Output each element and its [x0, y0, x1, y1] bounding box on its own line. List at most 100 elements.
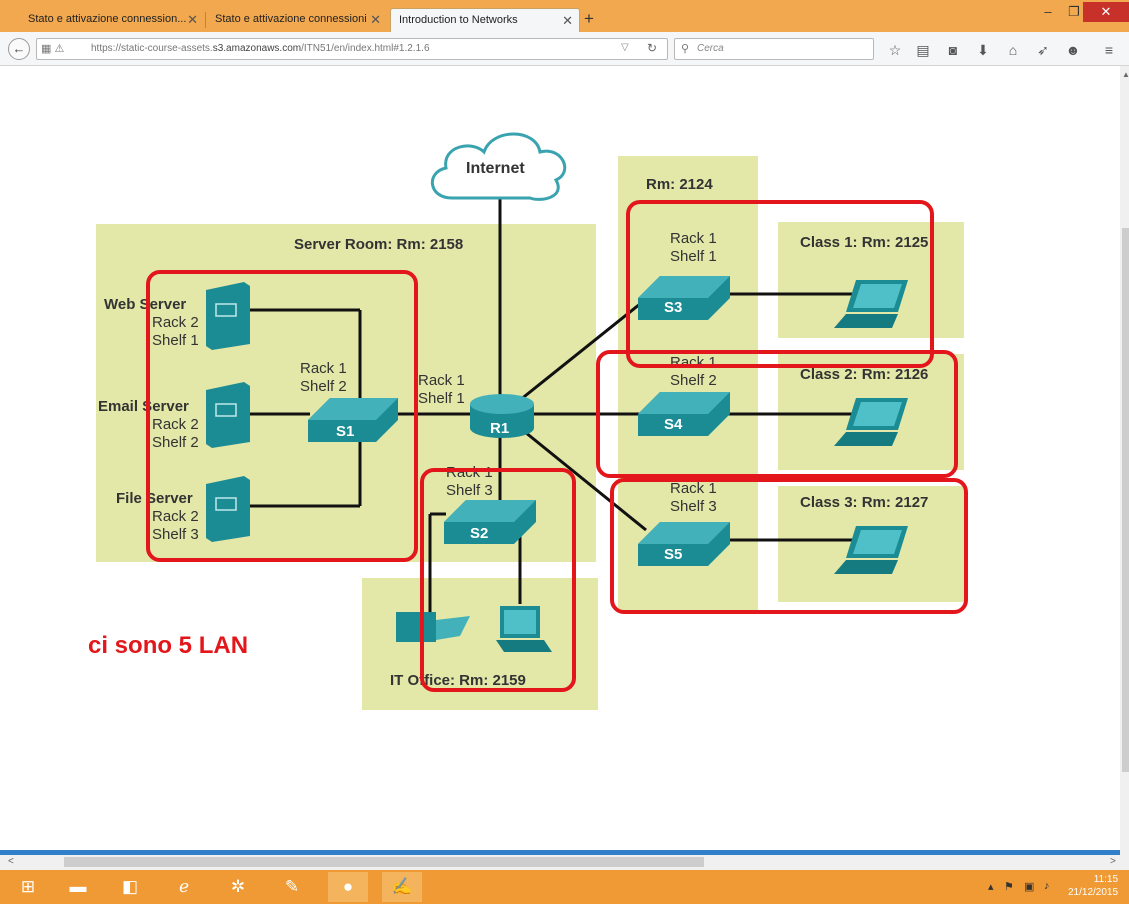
s1-label: S1 [336, 423, 355, 440]
router-r1-icon [470, 394, 534, 438]
identity-icon[interactable]: ▦ ⚠ [41, 43, 65, 55]
back-arrow-icon[interactable]: ← [8, 38, 30, 60]
progress-bar [0, 850, 1120, 855]
s4-label: S4 [664, 416, 683, 433]
link-r1-s3 [519, 302, 641, 402]
restore-icon[interactable]: ❐ [1068, 4, 1080, 19]
email-server-rack: Rack 2 [152, 416, 199, 433]
internet-explorer-icon[interactable]: ℯ [178, 877, 190, 896]
store-icon[interactable]: ◧ [121, 877, 139, 896]
desktop-pc-icon [496, 606, 552, 652]
s5-label: S5 [664, 546, 683, 563]
navigation-bar: ← ▦ ⚠ https://static-course-assets.s3.am… [0, 32, 1129, 66]
new-tab-icon[interactable]: + [584, 9, 594, 28]
web-server-rack: Rack 2 [152, 314, 199, 331]
url-text: https://static-course-assets.s3.amazonaw… [91, 43, 430, 54]
window-close-icon[interactable]: ✕ [1083, 2, 1129, 22]
rm2124-title: Rm: 2124 [646, 176, 713, 193]
server-room-title: Server Room: Rm: 2158 [294, 236, 464, 253]
url-domain: s3.amazonaws.com [212, 43, 302, 54]
file-server-rack: Rack 2 [152, 508, 199, 525]
vertical-scroll-thumb[interactable] [1122, 228, 1129, 772]
xampp-icon[interactable]: ✲ [230, 877, 246, 896]
switch-s2-icon [444, 500, 536, 544]
s3-label: S3 [664, 299, 683, 316]
laptop-class2-icon [834, 398, 908, 446]
file-explorer-icon[interactable]: ▬ [69, 877, 87, 896]
s2-shelf: Shelf 3 [446, 482, 493, 499]
internet-cloud-icon [430, 132, 567, 201]
tab-stato-2[interactable]: Stato e attivazione connessioni ✕ [207, 8, 387, 32]
bookmark-star-icon[interactable]: ☆ [888, 42, 902, 58]
tab-label: Introduction to Networks [399, 14, 518, 26]
paint-icon[interactable]: ✍ [382, 872, 422, 902]
switch-s1-icon [308, 398, 398, 442]
s3-rack: Rack 1 [670, 230, 717, 247]
url-prefix: https://static-course-assets. [91, 43, 213, 54]
url-bar[interactable]: ▦ ⚠ https://static-course-assets.s3.amaz… [36, 38, 668, 60]
notepad-icon[interactable]: ✎ [284, 877, 300, 896]
printer-icon [396, 612, 470, 642]
lan-box-class3 [610, 478, 968, 614]
tab-stato-1[interactable]: Stato e attivazione connession... ✕ [20, 8, 204, 32]
close-icon[interactable]: ✕ [370, 12, 381, 27]
link-r1-s5 [519, 426, 647, 532]
clock-time: 11:15 [1093, 874, 1119, 885]
laptop-class1-icon [834, 280, 908, 328]
email-server-icon [206, 382, 250, 448]
class1-title: Class 1: Rm: 2125 [800, 234, 929, 251]
minimize-icon[interactable]: – [1044, 4, 1052, 19]
url-path: /ITN51/en/index.html#1.2.1.6 [301, 43, 430, 54]
taskbar-clock[interactable]: 11:15 21/12/2015 [1068, 873, 1118, 899]
annotation-note: ci sono 5 LAN [88, 632, 249, 659]
firefox-icon[interactable]: ● [328, 872, 368, 902]
home-icon[interactable]: ⌂ [1008, 42, 1018, 58]
email-server-shelf: Shelf 2 [152, 434, 199, 451]
share-icon[interactable]: ➶ [1037, 42, 1049, 58]
network-icon[interactable]: ▣ [1024, 881, 1035, 893]
s4-shelf: Shelf 2 [670, 372, 717, 389]
s3-shelf: Shelf 1 [670, 248, 717, 265]
reload-icon[interactable]: ↻ [647, 41, 658, 55]
scroll-left-arrow-icon[interactable]: < [8, 856, 14, 867]
class2-title: Class 2: Rm: 2126 [800, 366, 929, 383]
action-center-icon[interactable]: ⚑ [1004, 881, 1014, 893]
close-icon[interactable]: ✕ [562, 13, 573, 28]
menu-icon[interactable]: ≡ [1104, 42, 1114, 58]
web-server-shelf: Shelf 1 [152, 332, 199, 349]
pocket-icon[interactable]: ◙ [948, 42, 958, 58]
search-input: Cerca [697, 43, 724, 54]
history-dropdown-icon[interactable]: ▽ [621, 42, 629, 53]
lan-box-server-room [146, 270, 418, 562]
tab-label: Stato e attivazione connession... [28, 13, 187, 25]
file-server-icon [206, 476, 250, 542]
class3-title: Class 3: Rm: 2127 [800, 494, 929, 511]
s1-rack: Rack 1 [300, 360, 347, 377]
tab-label: Stato e attivazione connessioni [215, 13, 367, 25]
r1-rack: Rack 1 [418, 372, 465, 389]
s5-rack: Rack 1 [670, 480, 717, 497]
lan-box-it-office [420, 468, 576, 692]
volume-icon[interactable]: ♪ [1044, 880, 1050, 892]
show-hidden-icons-icon[interactable]: ▴ [988, 881, 994, 893]
s5-shelf: Shelf 3 [670, 498, 717, 515]
start-windows-icon[interactable]: ⊞ [20, 877, 36, 896]
browser-titlebar: Stato e attivazione connession... ✕ Stat… [0, 0, 1129, 32]
file-server-shelf: Shelf 3 [152, 526, 199, 543]
lan-box-class1 [626, 200, 934, 368]
horizontal-scroll-thumb[interactable] [64, 857, 704, 867]
chat-icon[interactable]: ☻ [1065, 42, 1081, 58]
scroll-up-arrow-icon[interactable]: ▲ [1122, 70, 1129, 79]
close-icon[interactable]: ✕ [187, 12, 198, 27]
r1-label: R1 [490, 420, 510, 437]
search-box[interactable]: ⚲ Cerca [674, 38, 874, 60]
connection-lines [250, 198, 852, 618]
reading-list-icon[interactable]: ▤ [916, 42, 930, 58]
switch-s5-icon [638, 522, 730, 566]
file-server-label: File Server [116, 490, 193, 507]
download-icon[interactable]: ⬇ [977, 42, 989, 58]
tab-introduction-to-networks[interactable]: Introduction to Networks ✕ [390, 8, 580, 32]
web-server-icon [206, 282, 250, 350]
scroll-right-arrow-icon[interactable]: > [1110, 856, 1116, 867]
